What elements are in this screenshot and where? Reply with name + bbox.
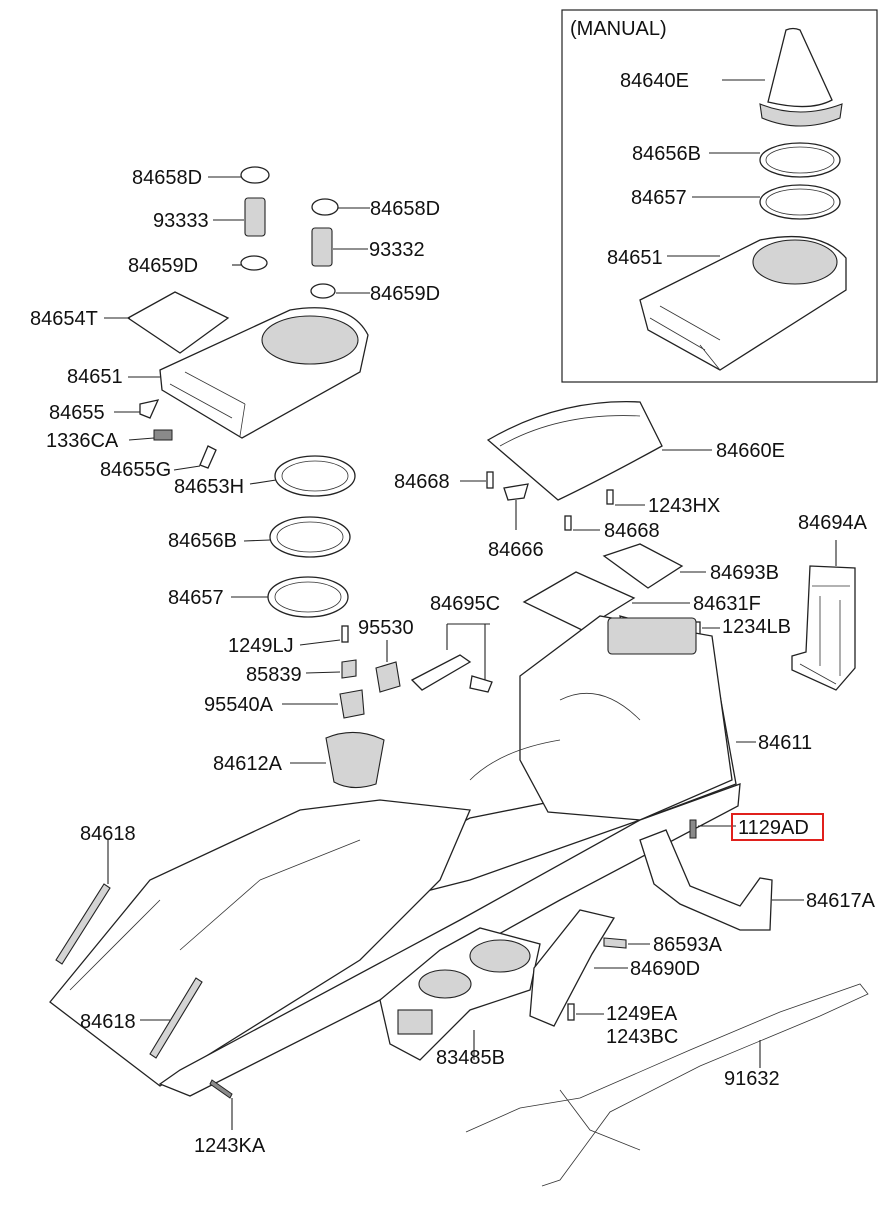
label-1249LJ: 1249LJ xyxy=(228,635,294,657)
label-84693B: 84693B xyxy=(710,562,779,584)
label-95540A: 95540A xyxy=(204,694,274,716)
label-1243BC: 1243BC xyxy=(606,1026,678,1048)
label-84658D-a: 84658D xyxy=(132,167,202,189)
label-93333: 93333 xyxy=(153,210,209,232)
label-84656B: 84656B xyxy=(168,530,237,552)
bolt-1129AD-part xyxy=(689,819,697,839)
label-1243HX: 1243HX xyxy=(648,495,720,517)
center-small-parts xyxy=(282,623,493,789)
label-93332: 93332 xyxy=(369,239,425,261)
label-84631F: 84631F xyxy=(693,593,761,615)
label-84612A: 84612A xyxy=(213,753,283,775)
label-84618-a: 84618 xyxy=(80,823,136,845)
manual-inset: (MANUAL) xyxy=(561,9,878,383)
label-84668-a: 84668 xyxy=(394,471,450,493)
armrest-lid-part xyxy=(486,401,663,501)
bracket-84694A xyxy=(791,540,856,691)
inset-ring-part-b xyxy=(759,184,841,220)
label-86593A: 86593A xyxy=(653,934,723,956)
label-84690D: 84690D xyxy=(630,958,700,980)
label-84666: 84666 xyxy=(488,539,544,561)
highlight-box-1129AD xyxy=(731,813,824,841)
label-1129AD: 1129AD xyxy=(738,817,809,839)
label-84653H: 84653H xyxy=(174,476,244,498)
main-console-84611 xyxy=(49,615,804,1130)
label-84656B-inset: 84656B xyxy=(632,143,701,165)
label-84618-b: 84618 xyxy=(80,1011,136,1033)
label-84655: 84655 xyxy=(49,402,105,424)
label-84695C: 84695C xyxy=(430,593,500,615)
boot-base-part xyxy=(759,103,843,127)
part-labels: 84640E 84656B 84657 84651 84658D 93333 8… xyxy=(30,70,876,1157)
label-84659D-b: 84659D xyxy=(370,283,440,305)
label-1336CA: 1336CA xyxy=(46,430,119,452)
label-84617A: 84617A xyxy=(806,890,876,912)
label-84694A: 84694A xyxy=(798,512,868,534)
inset-title: (MANUAL) xyxy=(570,18,667,40)
label-84651: 84651 xyxy=(67,366,123,388)
label-84659D-a: 84659D xyxy=(128,255,198,277)
label-84660E: 84660E xyxy=(716,440,785,462)
label-84640E: 84640E xyxy=(620,70,689,92)
inset-ring-part-a xyxy=(759,142,841,178)
label-84657-inset: 84657 xyxy=(631,187,687,209)
cupholder-parts xyxy=(379,909,650,1061)
label-84655G: 84655G xyxy=(100,459,171,481)
wiring-91632 xyxy=(465,983,869,1187)
label-1249EA: 1249EA xyxy=(606,1003,678,1025)
armrest-parts xyxy=(460,401,720,639)
label-84668-b: 84668 xyxy=(604,520,660,542)
label-84651-inset: 84651 xyxy=(607,247,663,269)
label-84657: 84657 xyxy=(168,587,224,609)
label-95530: 95530 xyxy=(358,617,414,639)
label-84611: 84611 xyxy=(758,732,812,754)
label-1243KA: 1243KA xyxy=(194,1135,266,1157)
shift-boot-part xyxy=(767,27,833,108)
label-91632: 91632 xyxy=(724,1068,780,1090)
upper-left-parts xyxy=(104,166,370,618)
label-83485B: 83485B xyxy=(436,1047,505,1069)
label-84654T: 84654T xyxy=(30,308,98,330)
label-1234LB: 1234LB xyxy=(722,616,791,638)
label-85839: 85839 xyxy=(246,664,302,686)
label-84658D-b: 84658D xyxy=(370,198,440,220)
